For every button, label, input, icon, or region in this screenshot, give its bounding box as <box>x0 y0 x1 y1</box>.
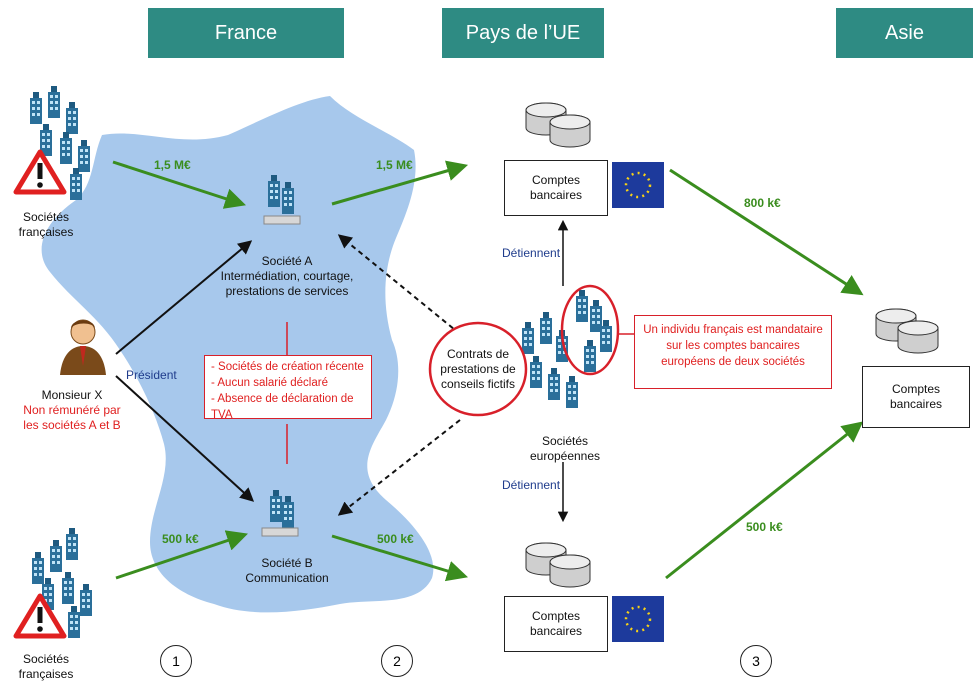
eu-flag-top-icon <box>612 162 664 208</box>
amount-fr-to-a: 1,5 M€ <box>154 158 191 172</box>
bank-disks-asie-icon <box>875 308 939 354</box>
president-arrow-a <box>115 240 253 355</box>
flow-arrow-fr-to-b <box>115 530 248 580</box>
contract-arrow-a <box>337 234 461 335</box>
mandataire-note-box: Un individu français est mandataire sur … <box>634 315 832 389</box>
societe-b-icon <box>261 490 299 537</box>
header-pays-ue: Pays de l’UE <box>442 8 604 58</box>
bank-disks-eu-bottom-icon <box>525 542 591 588</box>
warning-icon-top <box>13 149 67 195</box>
contract-arrow-b <box>337 419 461 516</box>
detiennent-bottom-label: Détiennent <box>502 478 561 492</box>
flow-arrow-eu-to-asie-bottom <box>665 421 864 580</box>
france-map <box>41 96 434 613</box>
contrats-ellipse <box>428 321 528 417</box>
monsieur-x-avatar-icon <box>60 319 106 375</box>
societe-a-icon <box>263 175 301 225</box>
amount-eu-to-asie-top: 800 k€ <box>744 196 781 210</box>
societes-ab-note-box: - Sociétés de création récente - Aucun s… <box>204 355 372 421</box>
amount-b-to-eu: 500 k€ <box>377 532 414 546</box>
flow-arrow-b-to-eu <box>331 534 469 582</box>
president-label: Président <box>126 368 177 382</box>
bank-disks-eu-top-icon <box>525 102 591 148</box>
eu-flag-bottom-icon <box>612 596 664 642</box>
president-arrow-b <box>115 375 255 502</box>
header-asie: Asie <box>836 8 973 58</box>
detiennent-top-label: Détiennent <box>502 246 561 260</box>
step-1-marker: 1 <box>160 645 192 677</box>
monsieur-x-label: Monsieur X Non rémunéré par les sociétés… <box>23 388 121 432</box>
step-2-marker: 2 <box>381 645 413 677</box>
flow-arrow-eu-to-asie-top <box>669 168 864 296</box>
header-france: France <box>148 8 344 58</box>
amount-fr-to-b: 500 k€ <box>162 532 199 546</box>
mandataire-highlight-circle <box>560 284 620 376</box>
amount-a-to-eu: 1,5 M€ <box>376 158 413 172</box>
flow-arrow-fr-to-a <box>112 160 246 209</box>
amount-eu-to-asie-bottom: 500 k€ <box>746 520 783 534</box>
step-3-marker: 3 <box>740 645 772 677</box>
flow-arrow-a-to-eu <box>331 160 469 206</box>
warning-icon-bottom <box>13 593 67 639</box>
